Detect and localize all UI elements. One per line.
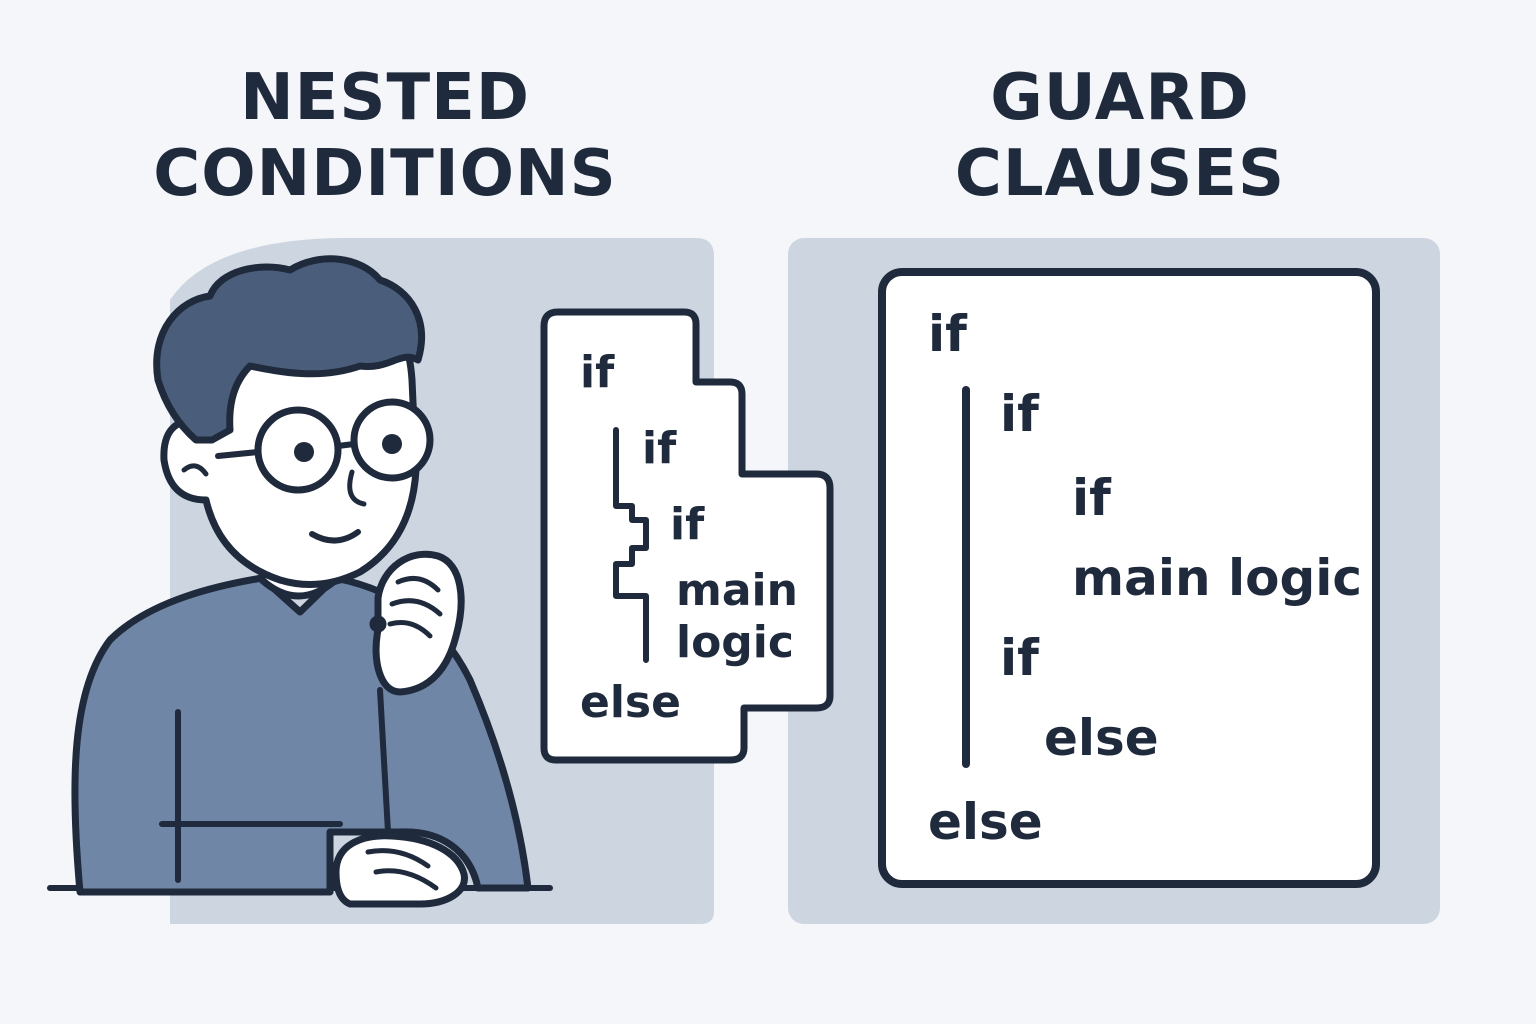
guard-line-if-3: if [1072, 469, 1111, 527]
guard-line-else-outer: else [928, 793, 1043, 851]
nested-line-if-1: if [580, 347, 615, 398]
desk-finger-1 [365, 848, 431, 869]
nested-indent-guide [613, 427, 649, 663]
left-eye [294, 442, 314, 462]
nested-line-main: main [676, 565, 798, 616]
glasses-arm [215, 449, 261, 459]
finger-line-2 [389, 598, 443, 617]
nested-line-else: else [580, 677, 681, 728]
mouth [309, 529, 361, 544]
guard-line-if-2: if [1000, 385, 1039, 443]
sleeve-crease-right [377, 687, 391, 835]
guard-code-card [878, 268, 1380, 888]
heading-left-line-2: CONDITIONS [153, 137, 617, 211]
nested-line-if-3: if [670, 499, 705, 550]
nested-code-card [540, 308, 834, 764]
right-eye [382, 434, 402, 454]
person-hair [153, 255, 426, 444]
thumb-tip [369, 615, 387, 633]
nested-line-logic: logic [676, 617, 794, 668]
heading-right-line-1: GUARD [990, 61, 1250, 135]
heading-right-line-2: CLAUSES [954, 137, 1286, 211]
finger-line-1 [395, 575, 441, 593]
heading-left-line-1: NESTED [240, 61, 530, 135]
desk-finger-2 [373, 868, 439, 891]
finger-line-3 [387, 620, 433, 639]
guard-line-if-1: if [928, 305, 967, 363]
nose [347, 469, 367, 507]
guard-line-main-logic: main logic [1072, 549, 1363, 607]
guard-line-if-4: if [1000, 629, 1039, 687]
guard-clauses-heading: GUARD CLAUSES [900, 60, 1340, 212]
nested-conditions-heading: NESTED CONDITIONS [150, 60, 620, 212]
glasses-bridge [337, 441, 355, 449]
nested-line-if-2: if [642, 423, 677, 474]
guard-line-else-inner: else [1044, 709, 1159, 767]
ear-detail [181, 463, 209, 477]
